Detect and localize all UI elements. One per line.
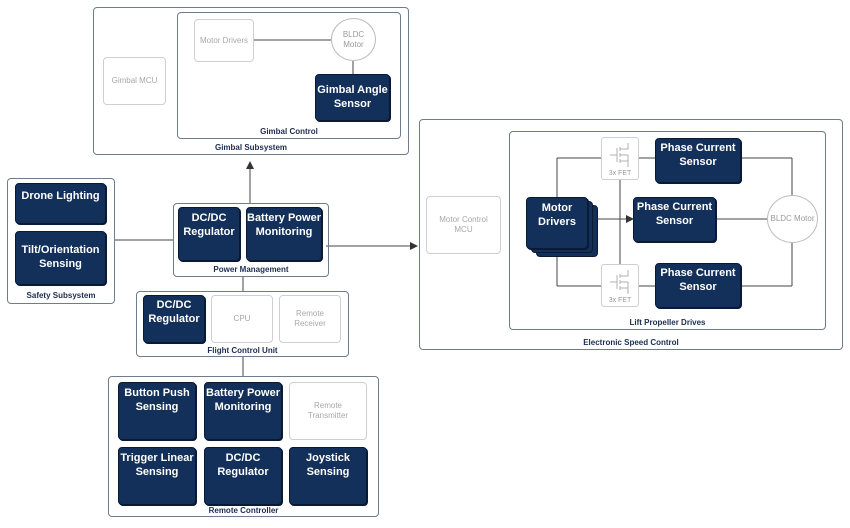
esc-motor-drivers[interactable]: Motor Drivers: [526, 197, 588, 249]
rc-battery-monitoring[interactable]: Battery Power Monitoring: [204, 382, 282, 440]
phase-current-sensor-3[interactable]: Phase Current Sensor: [655, 263, 741, 308]
esc-label: Electronic Speed Control: [583, 338, 679, 347]
safety-subsystem: Safety Subsystem: [7, 178, 115, 304]
gimbal-bldc-motor[interactable]: BLDC Motor: [331, 18, 376, 61]
remote-controller: Remote Controller: [108, 376, 379, 517]
tilt-orientation-sensing[interactable]: Tilt/Orientation Sensing: [15, 231, 106, 285]
phase-current-sensor-2[interactable]: Phase Current Sensor: [633, 197, 716, 242]
trigger-linear-sensing[interactable]: Trigger Linear Sensing: [118, 447, 196, 505]
flight-control-unit-label: Flight Control Unit: [207, 346, 278, 355]
flight-control-unit: Flight Control Unit: [136, 291, 349, 357]
fcu-remote-receiver[interactable]: Remote Receiver: [279, 295, 341, 343]
lift-propeller-drives-label: Lift Propeller Drives: [629, 318, 706, 327]
gimbal-motor-drivers[interactable]: Motor Drivers: [194, 19, 254, 62]
power-dcdc-regulator[interactable]: DC/DC Regulator: [178, 207, 240, 261]
gimbal-control-label: Gimbal Control: [260, 127, 318, 136]
fet-top[interactable]: 3x FET: [601, 137, 639, 180]
power-battery-monitoring[interactable]: Battery Power Monitoring: [246, 207, 322, 261]
drone-lighting[interactable]: Drone Lighting: [15, 183, 106, 224]
remote-controller-label: Remote Controller: [208, 506, 279, 515]
fet-top-label: 3x FET: [608, 170, 632, 177]
power-management-label: Power Management: [213, 265, 289, 274]
fet-bottom[interactable]: 3x FET: [601, 264, 639, 307]
button-push-sensing[interactable]: Button Push Sensing: [118, 382, 196, 440]
electronic-speed-control: Electronic Speed Control: [419, 119, 843, 350]
remote-transmitter[interactable]: Remote Transmitter: [289, 382, 367, 440]
phase-current-sensor-1[interactable]: Phase Current Sensor: [655, 138, 741, 183]
gimbal-mcu[interactable]: Gimbal MCU: [103, 57, 166, 105]
gimbal-subsystem-label: Gimbal Subsystem: [214, 143, 288, 152]
motor-control-mcu[interactable]: Motor Control MCU: [426, 196, 501, 254]
fet-bottom-label: 3x FET: [608, 297, 632, 304]
power-management: Power Management: [173, 203, 329, 277]
transistor-icon: [610, 270, 629, 294]
fcu-dcdc-regulator[interactable]: DC/DC Regulator: [143, 295, 205, 343]
gimbal-subsystem: Gimbal Subsystem: [93, 7, 409, 155]
gimbal-control: Gimbal Control: [177, 12, 401, 139]
rc-dcdc-regulator[interactable]: DC/DC Regulator: [204, 447, 282, 505]
safety-subsystem-label: Safety Subsystem: [26, 291, 96, 300]
fcu-cpu[interactable]: CPU: [211, 295, 273, 343]
transistor-icon: [610, 143, 629, 167]
esc-bldc-motor[interactable]: BLDC Motor: [767, 195, 818, 243]
gimbal-angle-sensor[interactable]: Gimbal Angle Sensor: [315, 74, 390, 121]
lift-propeller-drives: Lift Propeller Drives: [509, 131, 826, 330]
joystick-sensing[interactable]: Joystick Sensing: [289, 447, 367, 505]
